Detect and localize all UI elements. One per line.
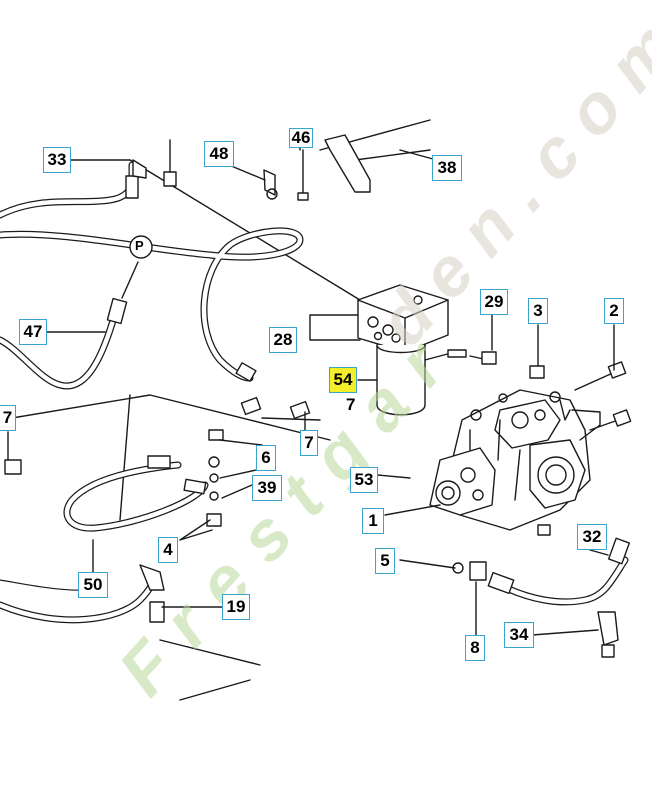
hose-32 (496, 556, 629, 606)
callout-50[interactable]: 50 (78, 572, 108, 598)
callout-8[interactable]: 8 (465, 635, 485, 661)
fitting-7c (4, 459, 22, 475)
frame-line (354, 149, 431, 161)
callout-33[interactable]: 33 (43, 147, 71, 173)
bolt-2a (574, 371, 616, 391)
nut-3 (529, 365, 545, 379)
frame-line (119, 394, 131, 521)
callout-34[interactable]: 34 (504, 622, 534, 648)
bar-38 (324, 134, 371, 193)
hose-47 (0, 301, 122, 390)
callout-53[interactable]: 53 (350, 467, 378, 493)
fitting-34 (597, 611, 619, 646)
fitting-7a (240, 396, 262, 416)
fitting-19 (149, 601, 165, 623)
callout-7-left[interactable]: 7 (0, 405, 16, 431)
callout-3[interactable]: 3 (528, 298, 548, 324)
filter-54 (376, 344, 426, 416)
frame-line (179, 679, 251, 701)
callout-28[interactable]: 28 (269, 327, 297, 353)
callout-5[interactable]: 5 (375, 548, 395, 574)
callout-48[interactable]: 48 (204, 141, 234, 167)
label-7-plain: 7 (346, 395, 356, 414)
p-marker-label: P (135, 238, 144, 253)
fitting-7b (289, 400, 311, 420)
callout-1[interactable]: 1 (362, 508, 384, 534)
callout-32[interactable]: 32 (577, 524, 607, 550)
frame-line (159, 639, 261, 666)
fitting-33 (125, 175, 139, 199)
callout-29[interactable]: 29 (480, 289, 508, 315)
callout-38[interactable]: 38 (432, 155, 462, 181)
callout-46[interactable]: 46 (289, 128, 313, 148)
callout-4[interactable]: 4 (158, 537, 178, 563)
bolt-2b (589, 419, 619, 431)
callout-2[interactable]: 2 (604, 298, 624, 324)
callout-19[interactable]: 19 (222, 594, 250, 620)
callout-6[interactable]: 6 (256, 445, 276, 471)
bracket-48 (263, 169, 276, 196)
frame-line (0, 394, 331, 441)
callout-39[interactable]: 39 (252, 475, 282, 501)
callout-47[interactable]: 47 (19, 319, 47, 345)
valve-block (357, 284, 449, 353)
fitting-8 (469, 561, 487, 581)
p-marker-circle (129, 235, 153, 259)
callout-7-right[interactable]: 7 (300, 430, 318, 456)
pump-1 (429, 389, 601, 531)
callout-54[interactable]: 54 (329, 367, 357, 393)
